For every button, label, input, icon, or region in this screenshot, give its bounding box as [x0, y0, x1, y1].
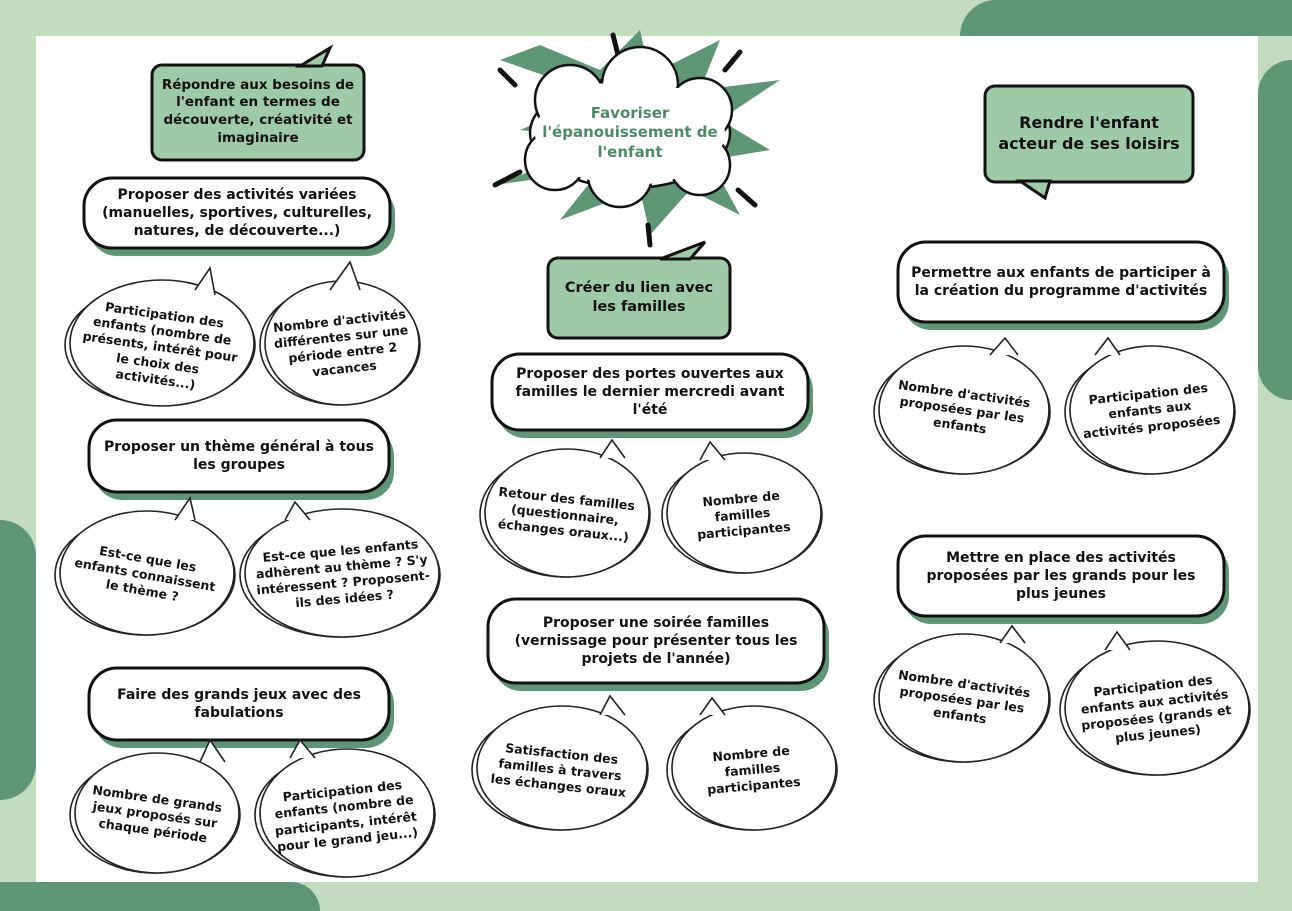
indicator-2-2-a: Satisfaction des familles à travers les …: [489, 739, 627, 801]
decor-top-right: [960, 0, 1292, 36]
goal-boxes: [150, 44, 1195, 340]
burst-rays: [492, 32, 758, 248]
indicator-3-2-b: Participation des enfants aux activités …: [1080, 671, 1233, 746]
indicator-2-1-b: Nombre de familles participantes: [696, 487, 792, 543]
cloud-goal-text: Favoriser l'épanouissement de l'enfant: [542, 103, 718, 161]
indicator-1-2-b: Est-ce que les enfants adhèrent au thème…: [255, 535, 431, 611]
decor-bottom-left: [0, 882, 320, 911]
action-2-2: Proposer une soirée familles (vernissage…: [514, 614, 798, 668]
action-3-1: Permettre aux enfants de participer à la…: [911, 264, 1211, 299]
indicator-1-1-b: Nombre d'activités différentes sur une p…: [272, 305, 409, 380]
decor-right-edge: [1258, 60, 1292, 400]
goal-2-text: Créer du lien avec les familles: [564, 280, 714, 315]
action-1-3: Faire des grands jeux avec des fabulatio…: [117, 686, 361, 721]
goal-3-text: Rendre l'enfant acteur de ses loisirs: [998, 113, 1180, 153]
indicator-2-1-a: Retour des familles (questionnaire, écha…: [497, 483, 636, 545]
indicator-3-2-a: Nombre d'activités proposées par les enf…: [897, 666, 1032, 727]
action-1-2: Proposer un thème général à tous les gro…: [104, 438, 374, 473]
action-1-1: Proposer des activités variées (manuelle…: [102, 186, 372, 240]
indicator-1-3-b: Participation des enfants (nombre de par…: [273, 776, 419, 854]
indicator-3-1-b: Participation des enfants aux activités …: [1082, 380, 1221, 441]
decor-left-edge: [0, 520, 36, 800]
indicator-2-2-b: Nombre de familles participantes: [706, 742, 802, 798]
goal-1-text: Répondre aux besoins de l'enfant en term…: [161, 76, 355, 146]
pill-boxes: [82, 176, 1229, 748]
indicator-3-1-a: Nombre d'activités proposées par les enf…: [897, 376, 1032, 437]
indicator-1-3-a: Nombre de grands jeux proposés sur chaqu…: [91, 781, 224, 846]
indicator-bubbles: [54, 260, 1251, 878]
action-3-2: Mettre en place des activités proposées …: [926, 549, 1196, 603]
indicator-1-1-a: Participation des enfants (nombre de pré…: [81, 298, 239, 393]
action-2-1: Proposer des portes ouvertes aux famille…: [515, 365, 785, 419]
